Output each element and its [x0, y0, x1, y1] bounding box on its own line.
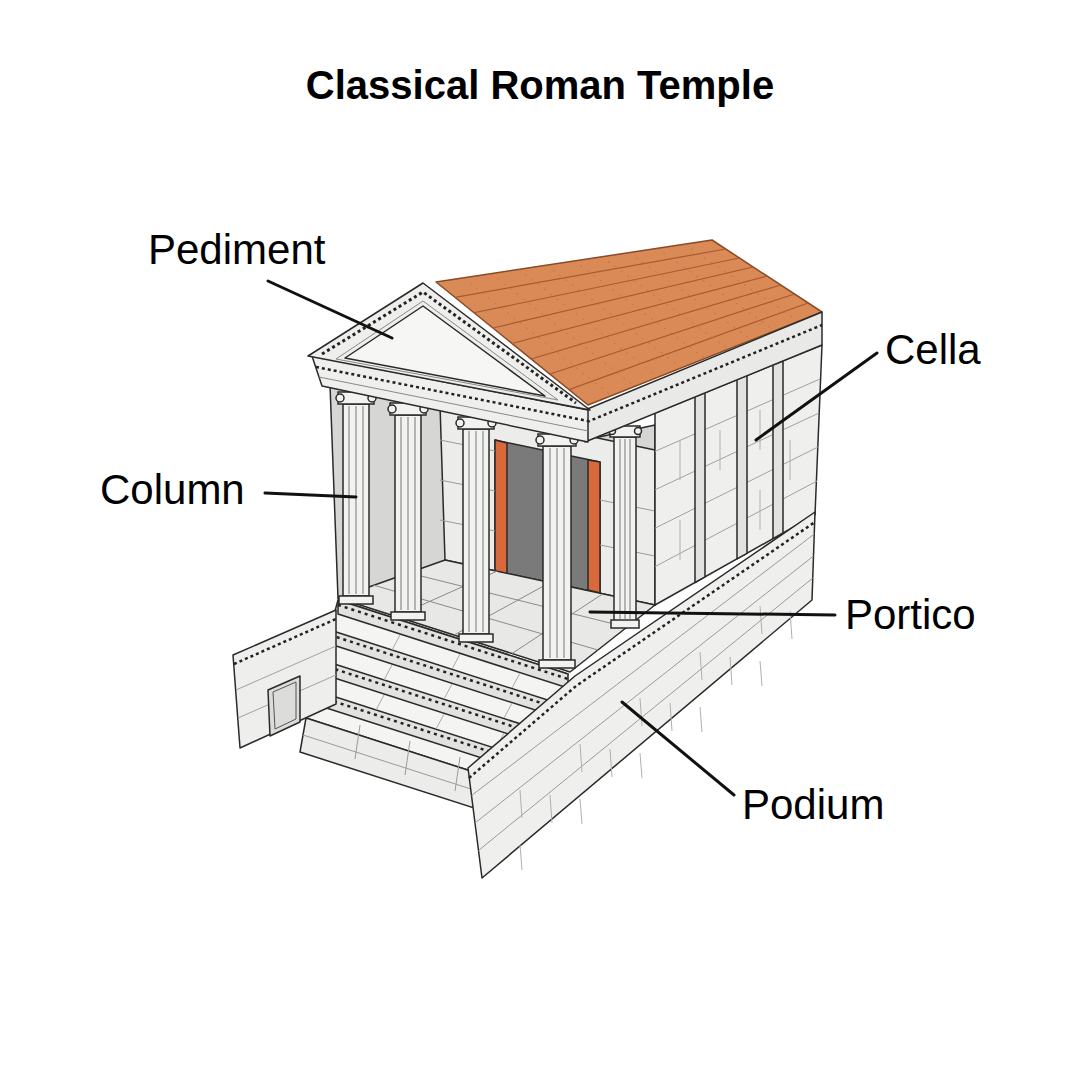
column [536, 434, 578, 668]
part-label: Podium [742, 782, 884, 828]
column [339, 596, 373, 604]
column [543, 446, 571, 660]
column [635, 428, 642, 435]
column [349, 406, 363, 594]
column [388, 403, 428, 620]
column [456, 419, 464, 427]
leader-lines [756, 353, 877, 440]
cella-wall [737, 376, 747, 559]
podium-wall [520, 606, 792, 870]
column [336, 394, 344, 402]
column [343, 404, 369, 596]
leader-lines [265, 281, 877, 795]
pediment [322, 292, 576, 403]
column [388, 405, 396, 413]
column [611, 620, 639, 628]
column [391, 612, 425, 620]
portico-interior [588, 460, 600, 593]
part-label: Cella [885, 327, 981, 373]
column [395, 415, 421, 612]
leader-lines [268, 281, 392, 338]
entablature [585, 312, 822, 442]
leader-lines [590, 612, 835, 615]
cella-wall [773, 361, 783, 539]
podium-wall [469, 522, 815, 778]
column [614, 437, 636, 622]
column [609, 426, 642, 628]
column [539, 660, 575, 668]
stair-parapet [233, 610, 336, 748]
column [401, 417, 415, 610]
title: Classical Roman Temple [0, 63, 1080, 107]
leader-lines [265, 493, 356, 497]
column [550, 448, 564, 658]
pediment [308, 283, 590, 410]
stair-parapet [268, 676, 300, 736]
column [456, 417, 496, 642]
part-label: Column [100, 467, 245, 513]
part-label: Pediment [148, 227, 325, 273]
column [469, 431, 483, 632]
column [463, 429, 489, 634]
entablature [587, 325, 822, 422]
portico-interior [495, 440, 507, 574]
stair-parapet [233, 610, 336, 748]
stair-parapet [234, 619, 336, 664]
stair-parapet [273, 682, 296, 729]
pediment [345, 306, 545, 396]
stairs [376, 635, 520, 748]
part-label: Portico [845, 592, 976, 638]
pediment [308, 283, 590, 410]
leader-lines [622, 702, 734, 795]
column [536, 436, 544, 444]
pediment [336, 301, 558, 400]
column [459, 634, 493, 642]
column [620, 439, 630, 620]
cella-wall [695, 393, 705, 583]
